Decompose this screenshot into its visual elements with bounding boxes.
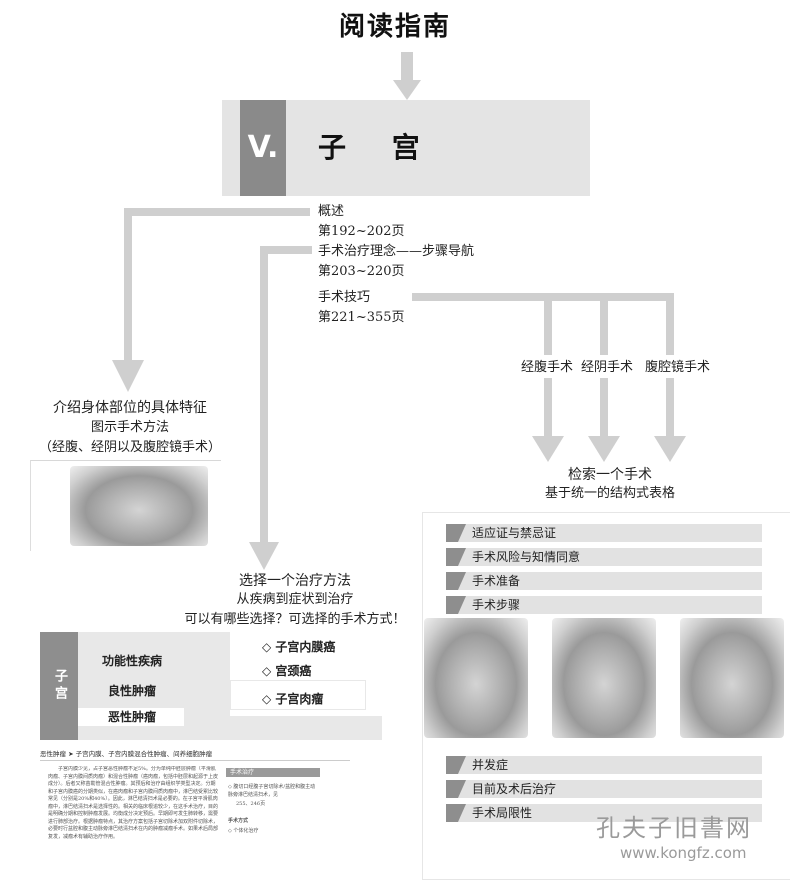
- middle-block-line3: 可以有哪些选择？可选择的手术方式！: [184, 612, 406, 627]
- toc-overview-pages: 第192~202页: [318, 224, 405, 239]
- right-block-heading: 检索一个手术: [568, 467, 652, 483]
- approach-abdominal: 经腹手术: [519, 358, 576, 378]
- bar-marker: [446, 596, 466, 614]
- bar-steps-label: 手术步骤: [472, 598, 521, 612]
- bar-marker: [446, 804, 466, 822]
- anatomy-illustration-panel: [30, 460, 221, 551]
- bar-marker: [446, 756, 466, 774]
- bar-preparation[interactable]: 手术准备: [446, 572, 762, 590]
- document-sidebar-subitem: ◇ 个体化治疗: [228, 828, 259, 834]
- bar-indications-label: 适应证与禁忌证: [472, 526, 557, 540]
- toc-technique-label[interactable]: 手术技巧: [318, 290, 371, 305]
- bar-marker: [446, 780, 466, 798]
- bar-steps[interactable]: 手术步骤: [446, 596, 762, 614]
- watermark-url: www.kongfz.com: [620, 844, 747, 862]
- left-block-line2: 图示手术方法: [90, 420, 169, 435]
- toc-technique-pages: 第221~355页: [318, 310, 405, 325]
- options-panel-divider: [230, 680, 366, 710]
- document-sidebar-pages: 255、246页: [236, 801, 266, 807]
- approach-laparoscopic: 腹腔镜手术: [643, 358, 713, 378]
- approach-vaginal: 经阴手术: [579, 358, 636, 378]
- bar-complications[interactable]: 并发症: [446, 756, 762, 774]
- bar-marker: [446, 572, 466, 590]
- watermark-logo-text: 孔夫子旧書网: [596, 814, 752, 842]
- bar-marker: [446, 524, 466, 542]
- bar-limitations[interactable]: 手术局限性: [446, 804, 762, 822]
- left-block-line3: （经腹、经阴以及腹腔镜手术）: [38, 440, 221, 455]
- bar-limitations-label: 手术局限性: [472, 806, 533, 820]
- middle-block-heading: 选择一个治疗方法: [239, 573, 351, 589]
- bar-indications[interactable]: 适应证与禁忌证: [446, 524, 762, 542]
- bar-postop-label: 目前及术后治疗: [472, 782, 557, 796]
- anatomy-illustration: [70, 466, 208, 546]
- bar-complications-label: 并发症: [472, 758, 509, 772]
- bar-risk-consent-label: 手术风险与知情同意: [472, 550, 581, 564]
- surgery-illustration-1: [424, 618, 528, 738]
- chapter-title: 子 宫: [318, 131, 438, 164]
- category-malignant[interactable]: 恶性肿瘤: [78, 708, 184, 726]
- category-benign[interactable]: 良性肿瘤: [108, 684, 157, 698]
- uterus-side-label: 子宫: [40, 632, 78, 740]
- left-block-heading: 介绍身体部位的具体特征: [53, 400, 207, 416]
- option-endometrial-cancer[interactable]: ◇ 子宫内膜癌: [262, 640, 336, 654]
- bar-preparation-label: 手术准备: [472, 574, 521, 588]
- option-cervical-cancer[interactable]: ◇ 宫颈癌: [262, 664, 312, 678]
- toc-overview-label[interactable]: 概述: [318, 204, 345, 219]
- document-sidebar-title: 手术治疗: [226, 768, 320, 777]
- surgery-illustration-3: [680, 618, 784, 738]
- document-preview-header: 恶性肿瘤 ➤ 子宫内膜、子宫内膜混合性肿瘤、间养细胞肿瘤: [40, 748, 350, 761]
- bar-risk-consent[interactable]: 手术风险与知情同意: [446, 548, 762, 566]
- right-block-line2: 基于统一的结构式表格: [544, 486, 675, 501]
- toc-concept-pages: 第203~220页: [318, 264, 405, 279]
- document-preview-body: 子宫内膜少见，占子宫恶性肿瘤不足5%。分为单纯中胚层肿瘤（平滑肌肉瘤、子宫内膜间…: [48, 766, 218, 840]
- toc-concept-label[interactable]: 手术治疗理念——步骤导航: [318, 244, 475, 259]
- middle-block-line2: 从疾病到症状到治疗: [236, 592, 354, 607]
- bar-marker: [446, 548, 466, 566]
- bar-postop[interactable]: 目前及术后治疗: [446, 780, 762, 798]
- category-functional[interactable]: 功能性疾病: [102, 654, 163, 668]
- surgery-illustration-2: [552, 618, 656, 738]
- page-title: 阅读指南: [338, 12, 451, 42]
- document-sidebar-subtitle: 手术方式: [228, 818, 249, 824]
- document-sidebar-item: ◇ 腹切口经腹子宫切除术/盆腔和腹主动脉旁淋巴结清扫术，见: [228, 784, 316, 798]
- chapter-number: V.: [240, 100, 286, 196]
- option-uterine-sarcoma[interactable]: ◇ 子宫肉瘤: [262, 692, 324, 706]
